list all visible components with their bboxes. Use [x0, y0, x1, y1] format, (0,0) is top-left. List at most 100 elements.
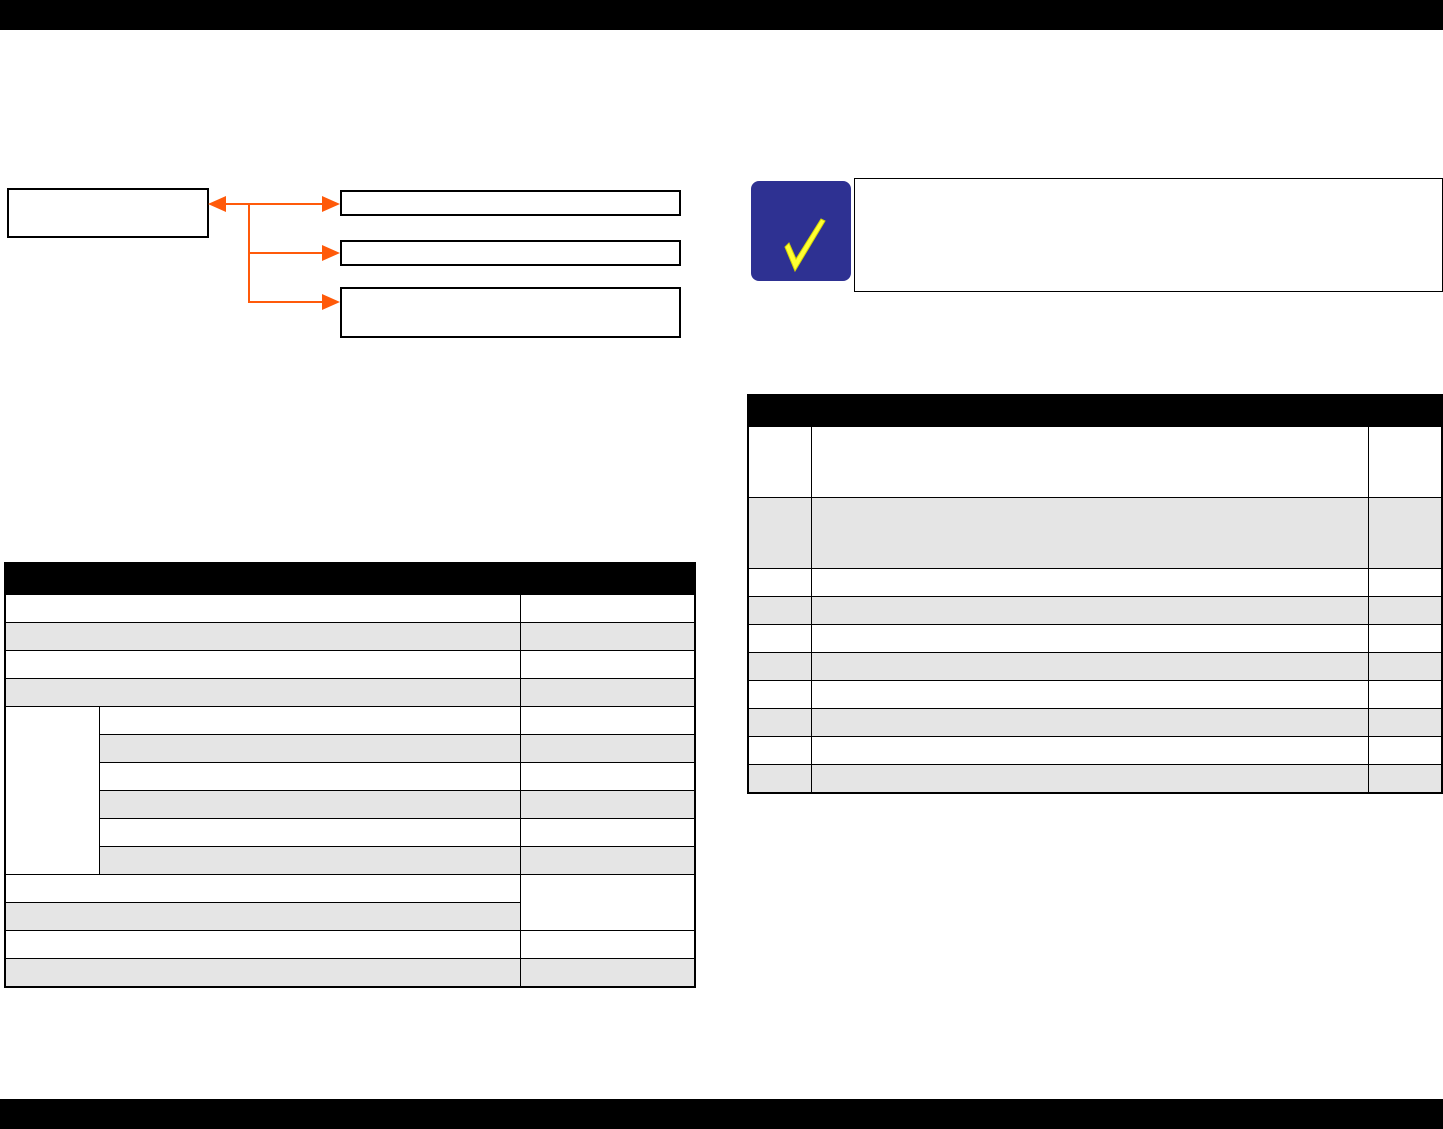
table-cell — [747, 652, 812, 681]
table-cell — [98, 790, 521, 819]
table-row — [4, 650, 696, 679]
table-cell — [810, 568, 1369, 597]
table-cell — [519, 818, 696, 847]
table-cell — [4, 622, 521, 651]
table-row — [747, 624, 1443, 653]
table-row — [747, 764, 1443, 794]
right-table-header — [1367, 394, 1443, 427]
table-cell — [4, 874, 521, 903]
table-cell — [747, 568, 812, 597]
table-row — [4, 622, 696, 651]
table-cell — [98, 734, 521, 763]
top-header-bar — [0, 0, 1443, 30]
table-cell — [810, 764, 1369, 794]
table-cell — [4, 594, 521, 623]
table-row — [747, 426, 1443, 498]
table-row — [747, 708, 1443, 737]
table-cell — [519, 706, 696, 735]
table-row — [747, 568, 1443, 597]
table-cell — [519, 958, 696, 988]
table-row — [4, 930, 696, 959]
table-cell — [810, 708, 1369, 737]
table-cell — [4, 930, 521, 959]
table-cell — [98, 762, 521, 791]
table-cell — [747, 708, 812, 737]
table-cell — [519, 930, 696, 959]
connector-line — [248, 301, 328, 303]
table-cell — [747, 624, 812, 653]
table-row — [4, 958, 696, 988]
table-cell — [519, 734, 696, 763]
diagram-source-box — [7, 188, 209, 238]
table-cell — [4, 902, 521, 931]
table-cell — [98, 818, 521, 847]
right-table-header — [747, 394, 812, 427]
table-cell — [747, 596, 812, 625]
table-cell — [1367, 652, 1443, 681]
left-table-header — [4, 562, 521, 595]
right-table — [747, 394, 1443, 794]
table-cell — [1367, 497, 1443, 569]
table-row — [5, 762, 696, 791]
table-cell — [519, 790, 696, 819]
note-text — [855, 179, 1442, 195]
table-cell — [519, 762, 696, 791]
table-cell — [519, 594, 696, 623]
table-row — [747, 596, 1443, 625]
table-cell — [519, 650, 696, 679]
table-cell — [519, 678, 696, 707]
table-cell — [519, 874, 696, 931]
arrow-icon — [322, 245, 340, 261]
table-row — [747, 497, 1443, 569]
table-cell — [747, 497, 812, 569]
table-cell — [1367, 568, 1443, 597]
table-row — [4, 902, 695, 931]
table-cell — [4, 650, 521, 679]
right-table-header — [810, 394, 1369, 427]
table-cell — [1367, 708, 1443, 737]
table-cell — [1367, 680, 1443, 709]
arrow-icon — [208, 196, 226, 212]
table-cell — [810, 680, 1369, 709]
connector-line — [222, 203, 328, 205]
table-row — [747, 652, 1443, 681]
bottom-footer-bar — [0, 1099, 1443, 1129]
table-group-cell — [4, 706, 100, 875]
table-row — [4, 678, 696, 707]
table-row — [4, 594, 696, 623]
table-cell — [747, 736, 812, 765]
table-cell — [519, 846, 696, 875]
table-cell — [747, 426, 812, 498]
table-cell — [810, 652, 1369, 681]
table-cell — [747, 764, 812, 794]
table-cell — [1367, 624, 1443, 653]
checkmark-icon — [784, 218, 826, 273]
table-cell — [98, 706, 521, 735]
table-row — [747, 736, 1443, 765]
table-cell — [1367, 596, 1443, 625]
table-cell — [4, 678, 521, 707]
diagram-target-box-2 — [340, 240, 681, 266]
left-table — [4, 562, 696, 988]
table-cell — [747, 680, 812, 709]
table-cell — [1367, 426, 1443, 498]
arrow-icon — [322, 196, 340, 212]
connector-arrows — [208, 196, 340, 310]
table-cell — [810, 426, 1369, 498]
table-cell — [1367, 736, 1443, 765]
connector-line — [248, 252, 328, 254]
table-cell — [519, 622, 696, 651]
diagram-target-box-3 — [340, 287, 681, 338]
table-row — [5, 818, 696, 847]
table-cell — [810, 624, 1369, 653]
note-box — [854, 178, 1443, 292]
table-cell — [810, 596, 1369, 625]
table-cell — [1367, 764, 1443, 794]
table-row — [5, 734, 696, 763]
table-row — [4, 706, 696, 875]
table-cell — [810, 736, 1369, 765]
note-icon — [751, 181, 851, 281]
table-row — [5, 846, 696, 875]
table-row — [4, 874, 696, 931]
table-cell — [98, 846, 521, 875]
